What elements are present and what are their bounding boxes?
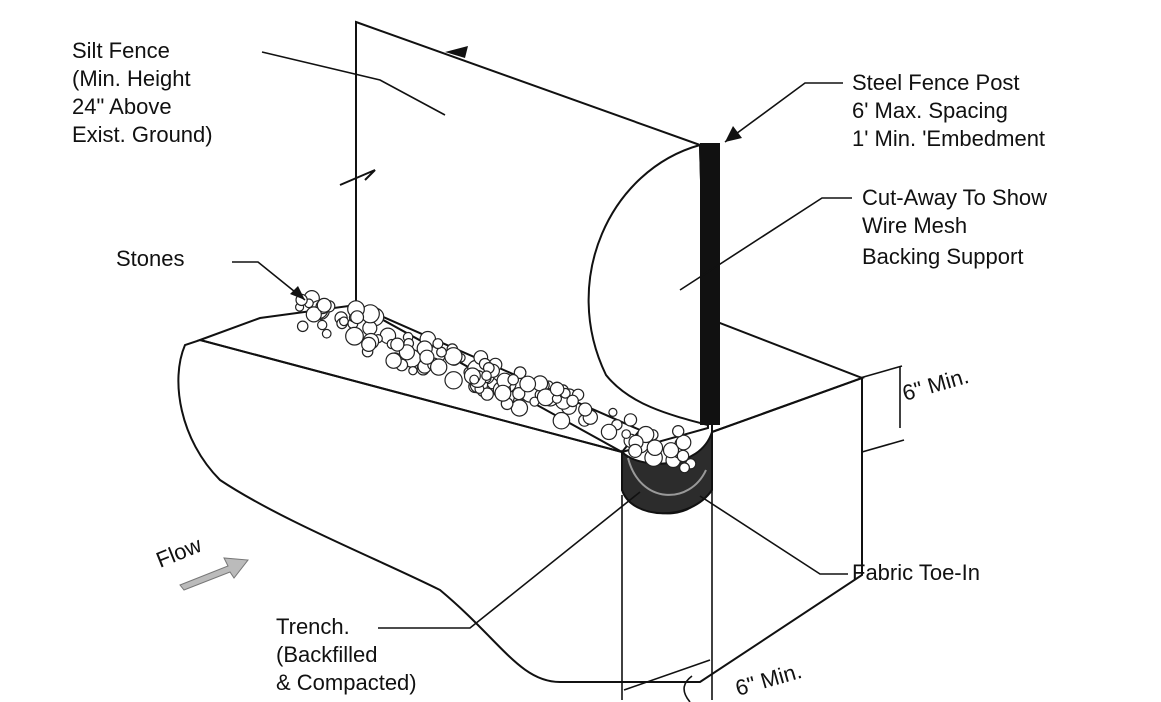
- stones-group: [295, 290, 697, 474]
- stone: [600, 423, 618, 441]
- stone: [552, 411, 571, 430]
- stone: [678, 462, 690, 474]
- label-stones: Stones: [116, 246, 185, 271]
- stone: [316, 297, 332, 313]
- leader-stones: [232, 261, 306, 301]
- stone: [444, 371, 463, 390]
- leader-silt-fence: [261, 51, 446, 116]
- leader-steel-post: [724, 82, 843, 143]
- stone: [662, 442, 680, 459]
- stone: [578, 402, 593, 417]
- stone: [507, 373, 519, 386]
- stone: [317, 319, 328, 331]
- leader-fabric-toe: [699, 495, 848, 575]
- fence-mark-top: [445, 46, 468, 58]
- stone: [305, 306, 322, 323]
- width-dim-arc: [683, 675, 693, 702]
- leader-trench: [378, 491, 641, 629]
- stone: [321, 328, 332, 339]
- stone: [549, 381, 565, 397]
- soil-top-surface-right: [711, 318, 865, 434]
- leader-steel-post-arrow: [725, 126, 742, 142]
- wire-mesh-cutaway: [587, 143, 710, 427]
- width-dim-label: 6" Min.: [732, 658, 804, 701]
- stone: [385, 352, 402, 369]
- stone: [296, 320, 309, 333]
- fence-break-mark: [339, 169, 376, 186]
- leader-stones-arrow: [290, 286, 305, 300]
- stone: [444, 347, 463, 366]
- stone: [350, 310, 365, 325]
- stone: [339, 316, 349, 327]
- soil-top-surface-left: [196, 303, 642, 454]
- trench-inner: [627, 457, 707, 496]
- stone: [361, 336, 377, 352]
- steel-fence-post: [700, 143, 720, 425]
- label-cutaway: Cut-Away To Show Wire Mesh Backing Suppo…: [862, 185, 1053, 269]
- stone: [675, 434, 692, 451]
- label-steel-fence-post: Steel Fence Post 6' Max. Spacing 1' Min.…: [852, 70, 1045, 151]
- depth-dim-label: 6" Min.: [899, 363, 971, 406]
- stone: [621, 429, 632, 440]
- label-silt-fence: Silt Fence (Min. Height 24" Above Exist.…: [72, 38, 213, 147]
- width-dim-arrow: [623, 659, 711, 691]
- stone: [430, 358, 448, 376]
- stone: [566, 394, 579, 408]
- flow-arrow: [179, 557, 249, 591]
- depth-dim-top: [859, 365, 903, 379]
- stone: [628, 443, 643, 458]
- stone: [519, 375, 537, 393]
- stone: [494, 384, 512, 402]
- leader-cutaway: [679, 197, 852, 291]
- depth-dim-bottom: [861, 439, 905, 453]
- stone: [481, 370, 492, 381]
- label-fabric-toe-in: Fabric Toe-In: [852, 560, 980, 585]
- label-trench: Trench. (Backfilled & Compacted): [276, 614, 417, 695]
- stone: [646, 439, 664, 456]
- stone: [432, 338, 444, 350]
- stone: [672, 425, 685, 438]
- stone: [510, 399, 529, 417]
- stone: [345, 326, 364, 346]
- stone: [623, 413, 638, 427]
- stone: [608, 407, 618, 417]
- silt-fence-fabric: [355, 20, 710, 454]
- stone: [419, 349, 435, 365]
- stone: [390, 337, 405, 352]
- label-flow: Flow: [153, 532, 206, 573]
- stone: [469, 374, 480, 385]
- stone: [480, 387, 494, 401]
- stone: [408, 366, 418, 376]
- stone: [512, 387, 526, 401]
